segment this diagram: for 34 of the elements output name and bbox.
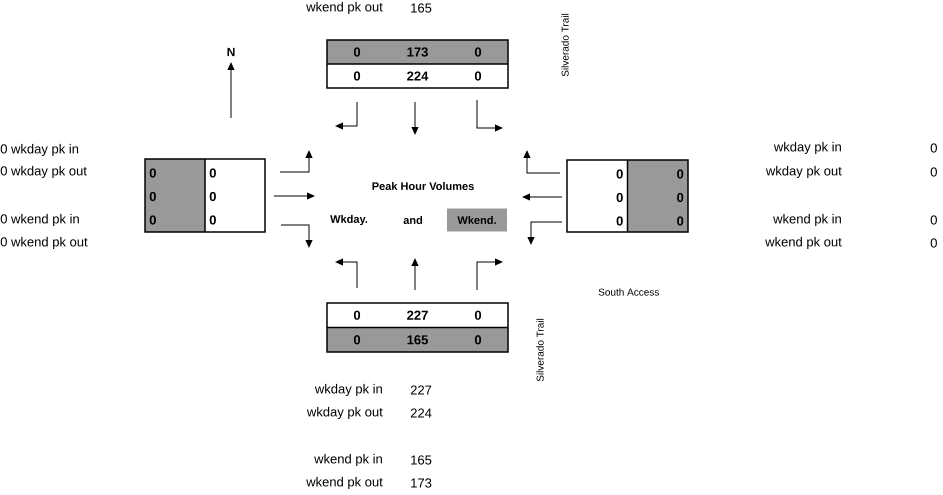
volume-table: 0 0 0 0 0 0: [144, 158, 266, 233]
volume-label: 0 wkday pk in: [0, 144, 78, 156]
volume-table: 0 227 0 0 165 0: [326, 302, 509, 353]
volume-label: 0 wkend pk out: [0, 236, 88, 250]
volume-value: 0: [930, 215, 937, 225]
volume-label: wkend pk in: [773, 214, 841, 226]
highlighted-heading: Wkend.: [447, 208, 507, 232]
volume-label: wkend pk in: [314, 454, 382, 466]
volume-value: 0: [930, 143, 937, 153]
volume-value: 227: [410, 385, 432, 395]
volume-label: 0 wkday pk out: [0, 166, 87, 178]
volume-table: 0 0 0 0 0 0: [566, 159, 689, 233]
heading: Wkday.: [330, 214, 368, 226]
volume-table: 0 173 0 0 224 0: [326, 39, 509, 89]
volume-label: wkday pk in: [774, 142, 841, 154]
volume-value: 173: [411, 478, 432, 488]
street-name: Silverado Trail: [536, 318, 544, 382]
north-label: N: [227, 48, 235, 56]
street-name: Silverado Trail: [561, 14, 569, 76]
volume-label: wkend pk out: [306, 2, 383, 14]
heading: Peak Hour Volumes: [372, 182, 474, 190]
volume-value: 0: [930, 167, 937, 177]
volume-label: wkend pk out: [765, 236, 842, 250]
volume-label: wkday pk out: [306, 406, 383, 420]
volume-value: 0: [930, 238, 937, 248]
volume-label: 0 wkend pk in: [0, 214, 79, 226]
volume-label: wkday pk out: [766, 166, 842, 178]
volume-label: wkday pk in: [314, 384, 382, 396]
volume-label: wkend pk out: [306, 476, 383, 490]
volume-value: 165: [411, 3, 432, 13]
volume-value: 224: [410, 408, 432, 418]
volume-value: 165: [411, 455, 432, 465]
heading: and: [404, 216, 422, 224]
access-name: South Access: [598, 288, 659, 296]
